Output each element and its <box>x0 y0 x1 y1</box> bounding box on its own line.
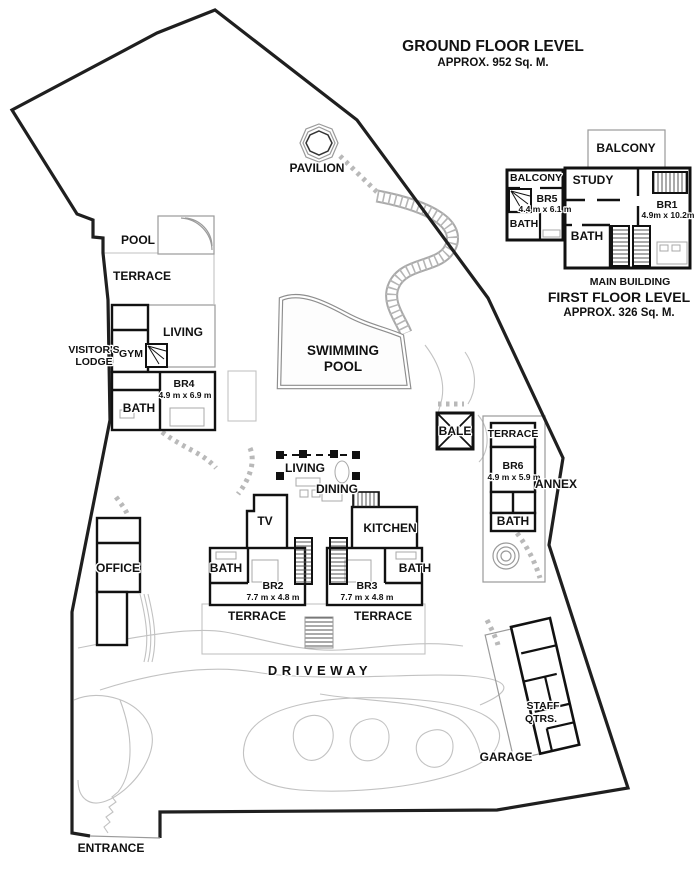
office-building <box>95 516 142 647</box>
label-br2: BR2 <box>262 580 283 592</box>
label-living: LIVING <box>285 461 325 475</box>
label-terrace-left: TERRACE <box>228 609 286 623</box>
label-kitchen: KITCHEN <box>363 521 416 535</box>
first-floor-inset <box>505 129 692 270</box>
page-title: GROUND FLOOR LEVEL <box>402 38 584 55</box>
label-visitors-lodge-2: LODGE <box>75 356 112 368</box>
label-terrace-right: TERRACE <box>354 609 412 623</box>
label-ff-study: STUDY <box>573 173 614 187</box>
label-first-floor-area: APPROX. 326 Sq. M. <box>563 307 674 319</box>
label-main-building: MAIN BUILDING <box>590 276 671 288</box>
label-staff-2: QTRS. <box>525 713 557 725</box>
label-br6: BR6 <box>502 460 523 472</box>
label-pool-nw: POOL <box>121 233 155 247</box>
entrance-gate-line <box>89 835 161 839</box>
label-terrace-nw: TERRACE <box>113 269 171 283</box>
label-gym: GYM <box>119 348 143 360</box>
landscape-layer <box>73 154 546 834</box>
plunge-pool-shape <box>157 215 215 255</box>
label-lodge-bath: BATH <box>123 401 155 415</box>
label-visitors-lodge-1: VISITOR'S <box>68 344 119 356</box>
label-lodge-living: LIVING <box>163 325 203 339</box>
label-swimming-pool-2: POOL <box>324 359 362 374</box>
label-ff-br5-dims: 4.4 m x 6.1 m <box>519 204 572 214</box>
staff-quarters-building <box>509 616 581 756</box>
label-br3: BR3 <box>356 580 377 592</box>
label-ff-br1-dims: 4.9m x 10.2m <box>642 210 695 220</box>
label-office: OFFICE <box>96 561 140 575</box>
label-dining: DINING <box>316 482 358 496</box>
label-driveway: DRIVEWAY <box>268 663 372 678</box>
property-boundary <box>9 8 631 839</box>
main-house-building <box>208 450 424 649</box>
label-ff-bath-mid: BATH <box>571 229 603 243</box>
bale-structure <box>435 411 475 451</box>
label-bale: BALE <box>439 424 472 438</box>
label-br6-dims: 4.9 m x 5.9 m <box>488 472 541 482</box>
label-bath-right: BATH <box>399 561 431 575</box>
label-ff-bath-left: BATH <box>510 218 538 230</box>
label-br3-dims: 7.7 m x 4.8 m <box>341 592 394 602</box>
swimming-pool-shape <box>276 293 412 390</box>
label-ff-br1: BR1 <box>656 199 677 211</box>
label-annex-terrace: TERRACE <box>488 428 539 440</box>
pavilion-structure <box>299 123 339 163</box>
label-annex-bath: BATH <box>497 514 529 528</box>
label-ff-br5: BR5 <box>536 193 557 205</box>
label-entrance: ENTRANCE <box>78 841 145 855</box>
label-br4: BR4 <box>173 378 194 390</box>
label-ff-balcony-top: BALCONY <box>596 141 655 155</box>
label-pavilion: PAVILION <box>290 161 345 175</box>
label-staff-1: STAFF <box>526 700 560 712</box>
label-annex: ANNEX <box>535 477 577 491</box>
label-bath-left: BATH <box>210 561 242 575</box>
annex-building <box>489 421 537 533</box>
label-tv: TV <box>257 514 272 528</box>
label-garage: GARAGE <box>480 750 533 764</box>
label-first-floor-level: FIRST FLOOR LEVEL <box>548 289 691 305</box>
page-title-area: APPROX. 952 Sq. M. <box>437 57 548 69</box>
label-ff-balcony-left: BALCONY <box>510 172 562 184</box>
visitors-lodge-building <box>110 303 217 432</box>
label-br2-dims: 7.7 m x 4.8 m <box>247 592 300 602</box>
label-swimming-pool-1: SWIMMING <box>307 343 379 358</box>
label-br4-dims: 4.9 m x 6.9 m <box>159 390 212 400</box>
